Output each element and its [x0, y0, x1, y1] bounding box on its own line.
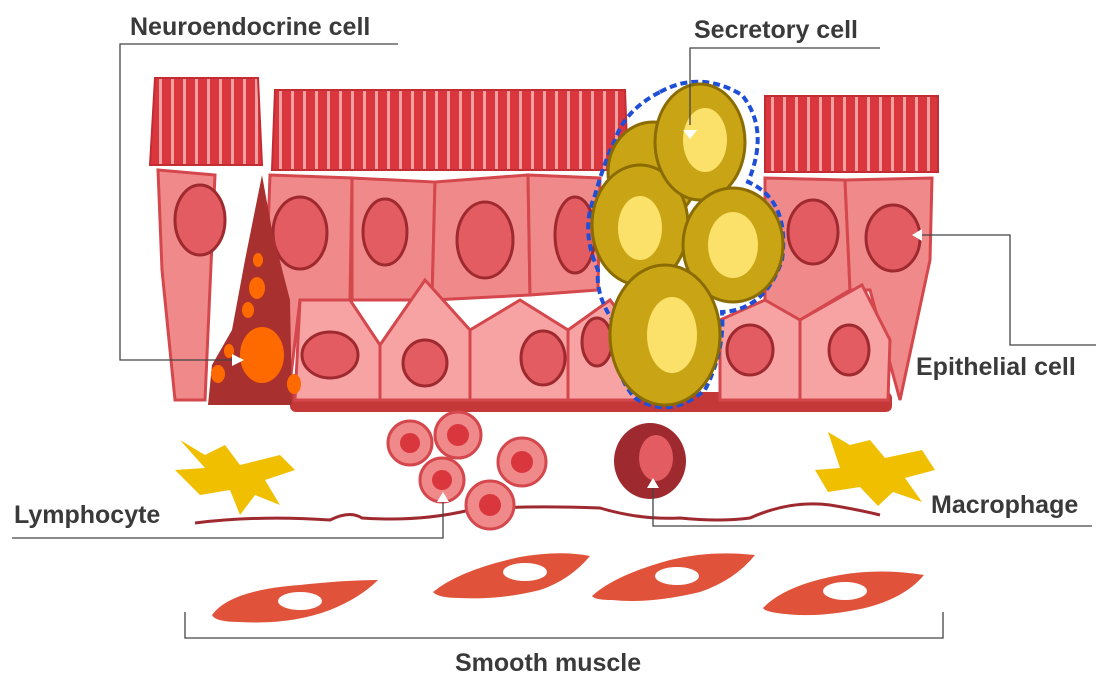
- fibroblast-left: [175, 440, 295, 515]
- label-macrophage: Macrophage: [931, 491, 1078, 519]
- neuroendocrine-granules: [211, 253, 301, 394]
- cilia: [148, 77, 939, 173]
- smooth-muscle-cells: [212, 553, 924, 623]
- leader-lines: [12, 43, 1096, 639]
- label-lymphocyte: Lymphocyte: [14, 501, 160, 529]
- label-smooth-muscle: Smooth muscle: [455, 649, 641, 677]
- connective-fiber: [194, 502, 881, 525]
- label-epithelial-cell: Epithelial cell: [916, 353, 1076, 381]
- label-secretory-cell: Secretory cell: [694, 16, 858, 44]
- secretory-dashed-outline: [586, 79, 786, 410]
- fibroblast-right: [815, 432, 935, 506]
- lymphocytes: [386, 410, 548, 531]
- macrophage: [614, 423, 686, 499]
- label-neuroendocrine-cell: Neuroendocrine cell: [130, 13, 370, 41]
- secretory-cell: [586, 79, 786, 410]
- neuroendocrine-cell: [208, 175, 301, 405]
- epithelial-nuclei: [173, 183, 922, 388]
